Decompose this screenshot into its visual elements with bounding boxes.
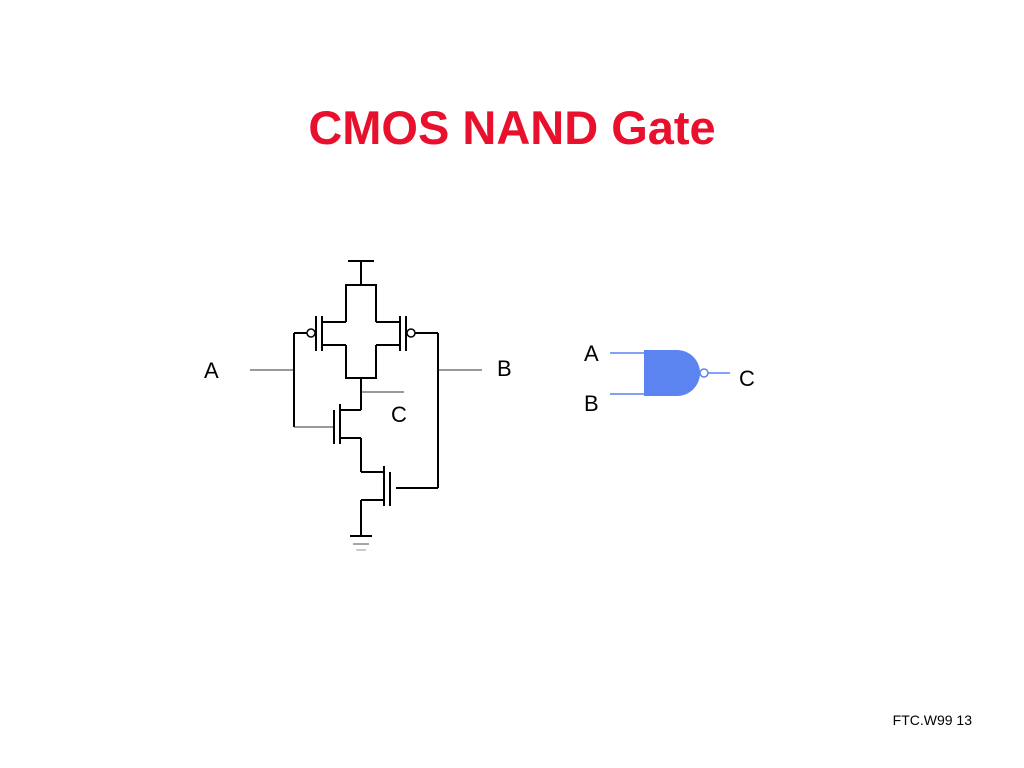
slide-footer: FTC.W99 13 xyxy=(892,712,972,728)
pmos-transistor-b xyxy=(376,316,438,351)
output-node-wire xyxy=(345,345,377,379)
nand-gate-icon xyxy=(644,350,700,396)
cmos-circuit: A B C xyxy=(204,260,512,551)
nmos-transistor-a xyxy=(333,392,362,472)
nand-gate-symbol: A B C xyxy=(584,341,755,416)
pmos-transistor-a xyxy=(294,316,346,351)
gate-input-b-label: B xyxy=(584,391,599,416)
gate-output-c-label: C xyxy=(739,366,755,391)
nmos-transistor-b xyxy=(360,466,391,536)
circuit-input-a-label: A xyxy=(204,358,219,383)
gate-output-bubble xyxy=(699,368,709,378)
ground-symbol xyxy=(350,535,372,551)
slide-title: CMOS NAND Gate xyxy=(308,101,716,154)
gate-input-a-label: A xyxy=(584,341,599,366)
pmos-b-bubble xyxy=(406,328,416,338)
circuit-input-b-label: B xyxy=(497,356,512,381)
circuit-output-c-label: C xyxy=(391,402,407,427)
vdd-symbol xyxy=(348,260,374,285)
pmos-top-rail xyxy=(345,284,377,322)
pmos-a-bubble xyxy=(306,328,316,338)
